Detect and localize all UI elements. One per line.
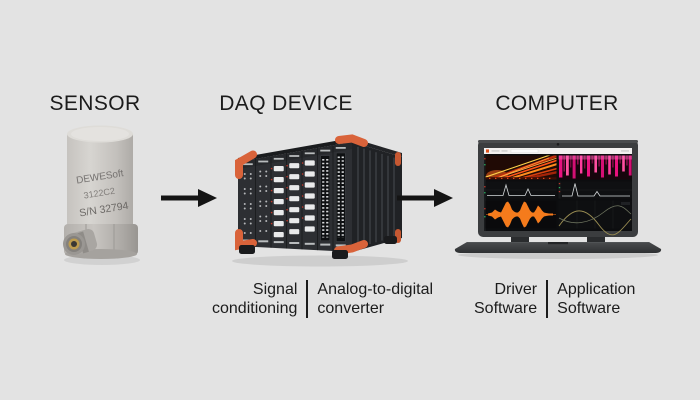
caption-line: Software <box>474 300 538 317</box>
caption-divider <box>306 280 309 318</box>
daq-corner-bumpers <box>235 134 368 255</box>
spectrogram-panel-magenta <box>558 155 632 180</box>
computer-caption-right: Application Software <box>548 280 635 318</box>
sensor-body <box>67 125 133 234</box>
caption-line: conditioning <box>212 300 298 317</box>
webcam-icon <box>556 143 560 146</box>
dashboard <box>484 154 632 236</box>
daq-heading: DAQ DEVICE <box>219 92 353 115</box>
sensor-connector-icon <box>63 228 98 256</box>
caption-divider <box>546 280 549 318</box>
daq-shadow <box>232 255 408 267</box>
spectrogram-panel-orange <box>485 155 557 180</box>
caption-line: Application <box>557 281 636 298</box>
daq-caption-right: Analog-to-digital converter <box>308 280 433 318</box>
daq-front-panel <box>238 142 352 252</box>
computer-caption-left: Driver Software <box>474 280 546 318</box>
daq-feet <box>239 236 397 259</box>
daq-caption: Signal conditioning Analog-to-digital co… <box>212 280 433 318</box>
daq-slot-modules <box>320 152 346 242</box>
computer-heading: COMPUTER <box>495 92 619 115</box>
waveform-panel <box>485 200 557 229</box>
flow-arrow-icon <box>161 189 217 207</box>
sensor-model-label: 3122C2 <box>83 186 116 201</box>
computer-caption: Driver Software Application Software <box>474 280 635 318</box>
daq-illustration <box>232 134 408 267</box>
channel-list-strip <box>484 154 486 231</box>
daq-caption-left: Signal conditioning <box>212 280 306 318</box>
laptop-hinges <box>511 237 605 243</box>
caption-line: Signal <box>252 281 298 298</box>
laptop-illustration <box>454 140 662 259</box>
caption-line: Driver <box>494 281 538 298</box>
daq-side-panel <box>352 142 402 252</box>
app-logo-icon <box>486 149 489 153</box>
sensor-heading: SENSOR <box>49 92 141 115</box>
caption-line: converter <box>317 300 385 317</box>
line-chart-panel-left <box>485 181 557 199</box>
curves-panel <box>558 200 632 236</box>
sensor-illustration: DEWESoft 3122C2 S/N 32794 <box>63 125 140 265</box>
daq-connector-modules <box>270 160 315 238</box>
laptop-screen <box>478 140 638 237</box>
laptop-base <box>454 242 662 253</box>
caption-line: Analog-to-digital <box>317 281 434 298</box>
daq-terminal-modules <box>243 170 268 234</box>
flow-arrow-icon <box>397 189 453 207</box>
line-chart-panel-right <box>558 181 632 199</box>
caption-line: Software <box>557 300 621 317</box>
app-toolbar <box>484 148 632 154</box>
